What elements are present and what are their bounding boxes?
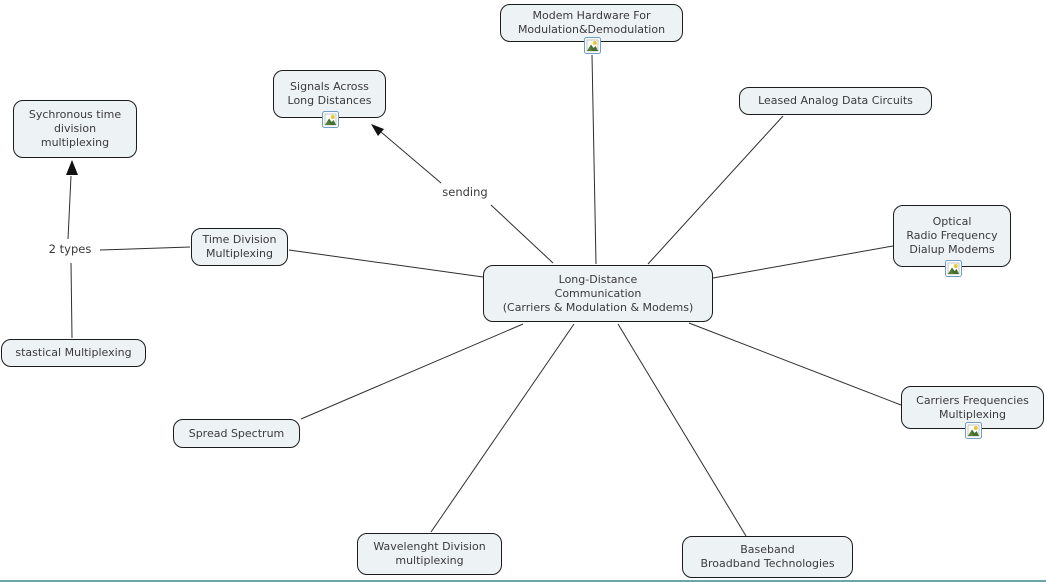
window-bottom-edge — [0, 580, 1046, 582]
node-time-division-label: Time Division Multiplexing — [202, 233, 277, 260]
connector-baseband — [617, 323, 747, 537]
node-modem-hardware-label: Modem Hardware For Modulation&Demodulati… — [517, 9, 666, 36]
node-carriers-label: Carriers Frequencies Multiplexing — [916, 393, 1029, 421]
node-leased-analog[interactable]: Leased Analog Data Circuits — [739, 87, 932, 115]
node-modem-hardware[interactable]: Modem Hardware For Modulation&Demodulati… — [500, 4, 683, 42]
node-central[interactable]: Long-Distance Communication (Carriers & … — [483, 265, 713, 322]
connector-time-division — [288, 249, 484, 278]
arrowhead-up-icon — [66, 160, 78, 175]
connector-sending-b — [380, 131, 442, 184]
node-wavelenght-label: Wavelenght Division multiplexing — [373, 540, 486, 567]
connector-optical — [712, 245, 894, 279]
node-sychronous-label: Sychronous time division multiplexing — [28, 108, 122, 149]
connector-leased — [647, 115, 784, 265]
connector-spread — [300, 323, 524, 420]
connector-carriers — [688, 322, 902, 406]
node-leased-analog-label: Leased Analog Data Circuits — [758, 94, 913, 107]
node-stastical[interactable]: stastical Multiplexing — [1, 339, 146, 367]
connector-two-types-up — [67, 175, 72, 240]
arrowhead-diagonal-icon — [371, 124, 384, 136]
node-stastical-label: stastical Multiplexing — [15, 346, 132, 359]
node-optical[interactable]: Optical Radio Frequency Dialup Modems — [893, 205, 1011, 267]
node-optical-label: Optical Radio Frequency Dialup Modems — [906, 215, 998, 256]
node-sychronous[interactable]: Sychronous time division multiplexing — [13, 100, 137, 158]
optical-image-icon[interactable] — [945, 260, 962, 277]
node-carriers[interactable]: Carriers Frequencies Multiplexing — [901, 386, 1044, 429]
carriers-image-icon[interactable] — [965, 422, 982, 439]
node-central-label: Long-Distance Communication (Carriers & … — [502, 272, 694, 314]
node-signals[interactable]: Signals Across Long Distances — [273, 70, 386, 118]
node-baseband[interactable]: Baseband Broadband Technologies — [682, 536, 853, 578]
node-baseband-label: Baseband Broadband Technologies — [700, 543, 835, 570]
node-signals-label: Signals Across Long Distances — [287, 80, 372, 107]
connector-two-types-down — [70, 262, 73, 339]
node-spread-spectrum[interactable]: Spread Spectrum — [173, 419, 300, 448]
connector-modem-hardware — [591, 54, 597, 265]
link-label-sending[interactable]: sending — [442, 185, 488, 199]
modem-hardware-image-icon[interactable] — [584, 37, 601, 54]
node-spread-spectrum-label: Spread Spectrum — [188, 426, 285, 440]
node-wavelenght[interactable]: Wavelenght Division multiplexing — [357, 533, 502, 575]
connector-sending-a — [490, 204, 554, 264]
node-time-division[interactable]: Time Division Multiplexing — [191, 228, 288, 266]
connector-two-types-right — [99, 246, 191, 251]
connector-wavelenght — [430, 323, 575, 533]
link-label-two-types[interactable]: 2 types — [48, 242, 92, 256]
signals-image-icon[interactable] — [322, 111, 339, 128]
